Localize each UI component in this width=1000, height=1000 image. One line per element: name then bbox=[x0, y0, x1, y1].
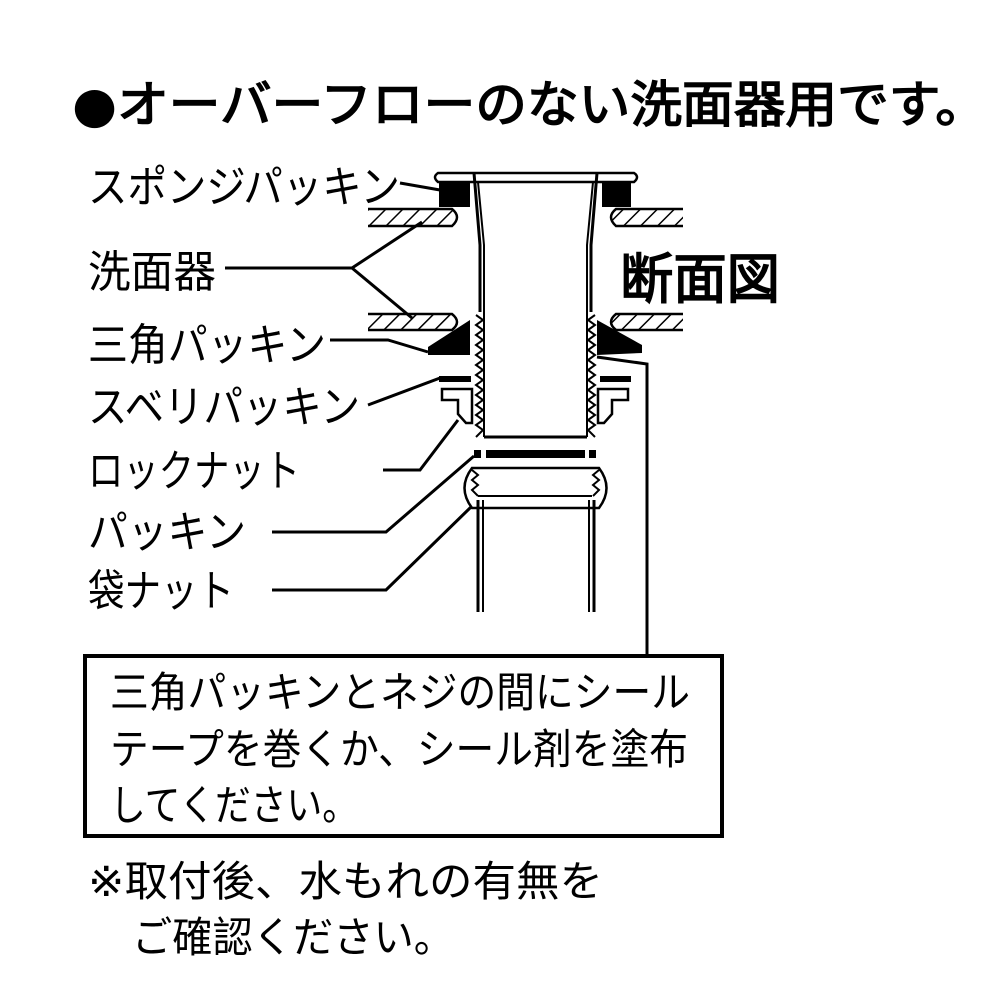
label-sponge-packing: スポンジパッキン bbox=[88, 162, 400, 213]
footnote-line-1: ※取付後、水もれの有無を bbox=[88, 857, 603, 906]
lock-nut-left bbox=[440, 387, 474, 425]
label-lock-nut: ロックナット bbox=[88, 446, 300, 497]
section-view-label: 断面図 bbox=[620, 248, 780, 311]
notice-line-1: 三角パッキンとネジの間にシール bbox=[110, 668, 690, 717]
label-washbasin: 洗面器 bbox=[88, 247, 216, 298]
leader-lines bbox=[225, 181, 649, 656]
slip-packing-left bbox=[439, 376, 471, 382]
triangle-packing-left bbox=[428, 320, 470, 355]
footnote-line-2: ご確認ください。 bbox=[132, 913, 454, 962]
washbasin-section bbox=[368, 207, 683, 332]
slip-packing-right bbox=[600, 376, 631, 382]
sponge-packing-right bbox=[602, 183, 631, 207]
label-triangle-packing: 三角パッキン bbox=[88, 320, 326, 371]
triangle-packing-right bbox=[597, 320, 642, 355]
drain-body bbox=[433, 171, 639, 439]
label-slip-packing: スベリパッキン bbox=[88, 382, 360, 433]
notice-box bbox=[83, 654, 724, 838]
bag-nut bbox=[463, 466, 608, 510]
notice-line-2: テープを巻くか、シール剤を塗布 bbox=[110, 725, 688, 774]
label-packing: パッキン bbox=[88, 507, 246, 558]
lock-nut-right bbox=[596, 387, 630, 425]
notice-line-3: してください。 bbox=[110, 781, 358, 830]
label-bag-nut: 袋ナット bbox=[88, 566, 234, 617]
gasket bbox=[474, 450, 596, 458]
page-title: ●オーバーフローのない洗面器用です。 bbox=[72, 76, 987, 134]
tail-pipe bbox=[476, 500, 596, 612]
sponge-packing-left bbox=[439, 183, 470, 207]
